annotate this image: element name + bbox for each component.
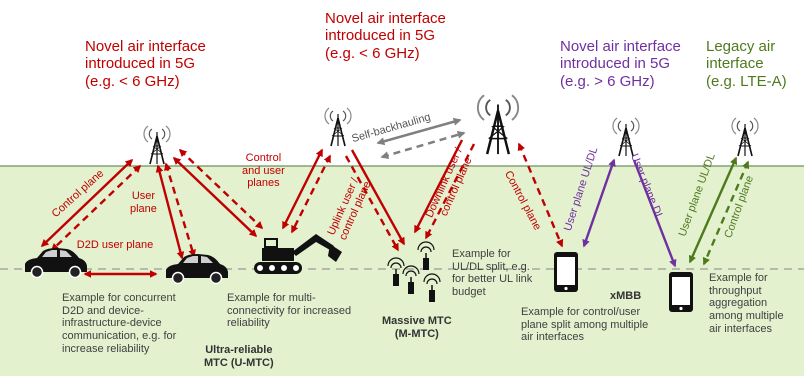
green-links — [688, 156, 750, 266]
purple-links — [582, 158, 677, 268]
caption-d2d: Example for concurrent D2D and device- i… — [62, 292, 177, 355]
caption-throughput-aggregation: Example for throughput aggregation among… — [709, 272, 784, 335]
tower-icon-large — [476, 93, 520, 156]
caption-ul-dl-split: Example for UL/DL split, e.g. for better… — [452, 248, 533, 298]
category-xmbb: xMBB — [610, 290, 642, 302]
title-legacy: Legacy air interface (e.g. LTE-A) — [706, 38, 787, 90]
caption-control-user-split: Example for control/user plane split amo… — [521, 306, 649, 344]
category-umtc: Ultra-reliable MTC (U-MTC) — [204, 344, 274, 369]
smartphone-icon-left — [554, 252, 578, 292]
excavator-icon — [254, 234, 342, 274]
title-center: Novel air interface introduced in 5G (e.… — [325, 10, 446, 62]
self-backhauling-arrows — [376, 117, 466, 160]
label-control-and-user-planes: Control and user planes — [242, 152, 285, 190]
label-user-plane: User plane — [130, 190, 157, 215]
tower-icon-center-left — [324, 107, 352, 147]
center-tower-links — [281, 139, 564, 252]
category-mmtc: Massive MTC (M-MTC) — [382, 315, 452, 340]
title-purple: Novel air interface introduced in 5G (e.… — [560, 38, 681, 90]
tower-icon-purple — [612, 117, 640, 157]
label-d2d-user-plane: D2D user plane — [77, 239, 153, 251]
tower-icon-left — [143, 125, 171, 165]
caption-multi-connectivity: Example for multi- connectivity for incr… — [227, 292, 352, 330]
title-left: Novel air interface introduced in 5G (e.… — [85, 38, 206, 90]
smartphone-icon-right — [669, 272, 693, 312]
tower-icon-legacy — [731, 117, 759, 157]
left-tower-links — [40, 148, 264, 278]
